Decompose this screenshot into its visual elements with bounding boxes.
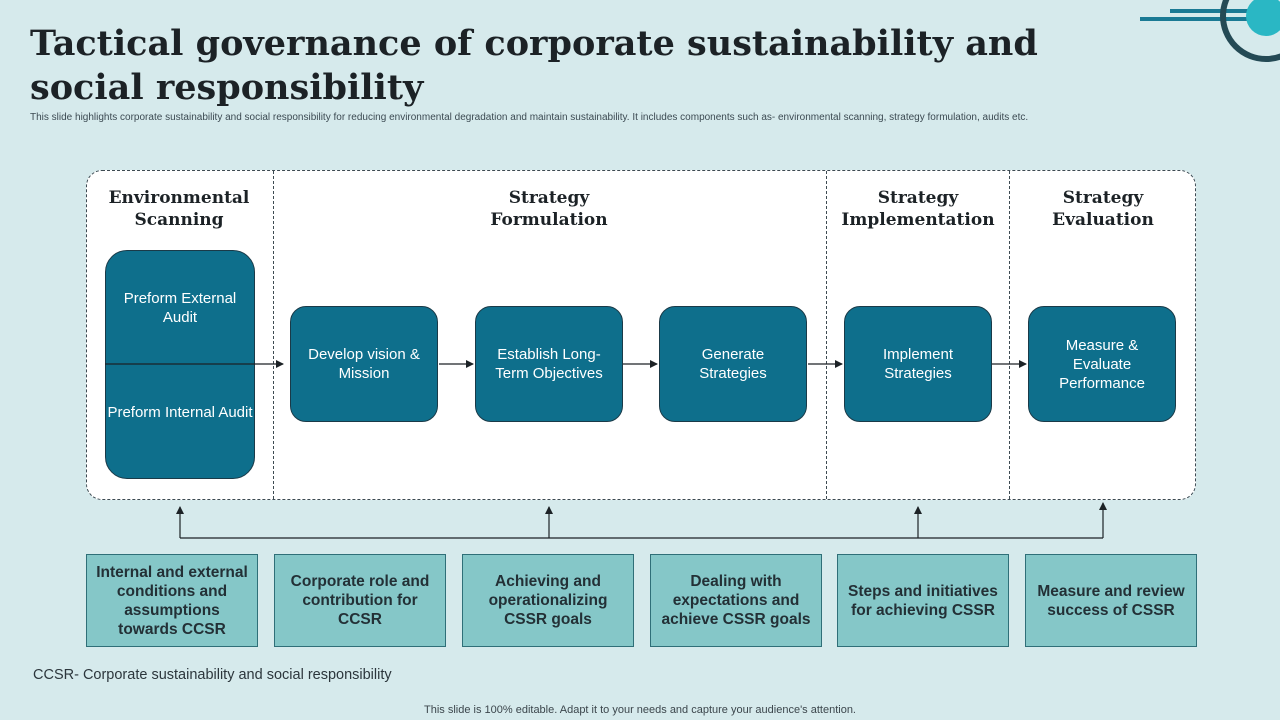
abbreviation-footnote: CCSR- Corporate sustainability and socia…	[33, 667, 392, 683]
step-develop-vision: Develop vision & Mission	[290, 306, 438, 422]
audit-box	[105, 250, 255, 479]
step-long-term-objectives: Establish Long-Term Objectives	[475, 306, 623, 422]
info-box-expectations: Dealing with expectations and achieve CS…	[650, 554, 822, 647]
external-audit-label: Preform External Audit	[123, 290, 237, 326]
heading-strategy-evaluation: Strategy Evaluation	[1052, 188, 1154, 230]
heading-strategy-formulation: Strategy Formulation	[490, 188, 608, 230]
column-divider	[273, 171, 274, 499]
step-measure-evaluate: Measure & Evaluate Performance	[1028, 306, 1176, 422]
info-box-corporate-role: Corporate role and contribution for CCSR	[274, 554, 446, 647]
info-box-initiatives: Steps and initiatives for achieving CSSR	[837, 554, 1009, 647]
heading-strategy-implementation: Strategy Implementation	[841, 188, 995, 230]
page-title: Tactical governance of corporate sustain…	[30, 23, 1038, 108]
step-implement-strategies: Implement Strategies	[844, 306, 992, 422]
column-divider	[1009, 171, 1010, 499]
info-box-review-success: Measure and review success of CSSR	[1025, 554, 1197, 647]
info-box-achieving-goals: Achieving and operationalizing CSSR goal…	[462, 554, 634, 647]
column-divider	[826, 171, 827, 499]
editable-credit: This slide is 100% editable. Adapt it to…	[424, 704, 856, 716]
step-generate-strategies: Generate Strategies	[659, 306, 807, 422]
info-box-conditions: Internal and external conditions and ass…	[86, 554, 258, 647]
process-panel	[86, 170, 1196, 500]
internal-audit-label: Preform Internal Audit	[107, 404, 253, 421]
heading-environmental-scanning: Environmental Scanning	[108, 188, 250, 230]
page-subtitle: This slide highlights corporate sustaina…	[30, 112, 1029, 123]
